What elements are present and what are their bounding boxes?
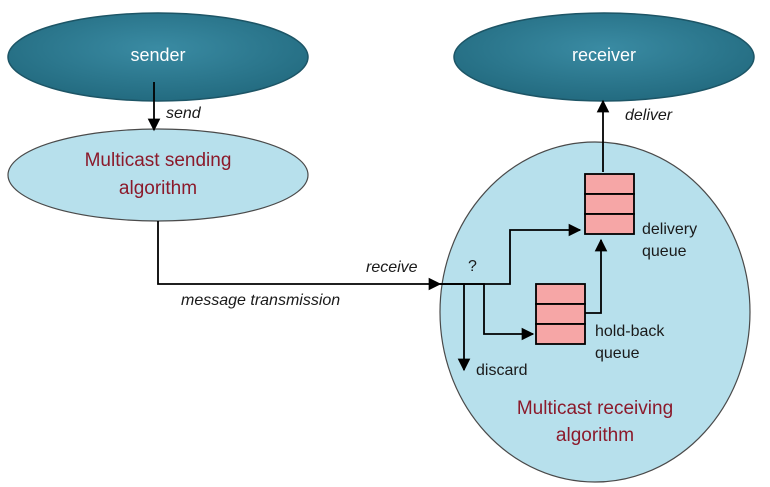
delivery-queue-label-line2: queue — [642, 243, 687, 260]
holdback-queue-label-line1: hold-back — [595, 323, 665, 340]
transmission-arrow — [157, 221, 442, 291]
receiving-algorithm-ellipse — [439, 141, 751, 483]
holdback-queue-stack — [535, 283, 586, 345]
delivery-queue-stack — [584, 173, 635, 235]
message-transmission-label: message transmission — [181, 292, 341, 309]
receiver-label: receiver — [571, 45, 637, 65]
discard-arrow — [440, 283, 471, 372]
receiving-algorithm-label-line1: Multicast receiving — [516, 398, 674, 419]
sending-algorithm-ellipse — [7, 128, 309, 222]
holdback-to-delivery-arrow — [585, 238, 608, 314]
holdback-queue-label-line2: queue — [595, 345, 640, 362]
delivery-queue-label-line1: delivery — [642, 221, 698, 238]
receive-label: receive — [366, 259, 418, 276]
sender-ellipse — [7, 12, 309, 102]
decision-label: ? — [468, 258, 477, 275]
sender-label: sender — [130, 45, 186, 65]
send-label: send — [166, 105, 201, 122]
sending-algorithm-label-line2: algorithm — [118, 178, 198, 199]
sending-algorithm-label-line1: Multicast sending — [84, 150, 232, 171]
discard-label: discard — [476, 362, 528, 379]
deliver-label: deliver — [625, 107, 673, 124]
receiving-algorithm-label-line2: algorithm — [555, 425, 635, 446]
